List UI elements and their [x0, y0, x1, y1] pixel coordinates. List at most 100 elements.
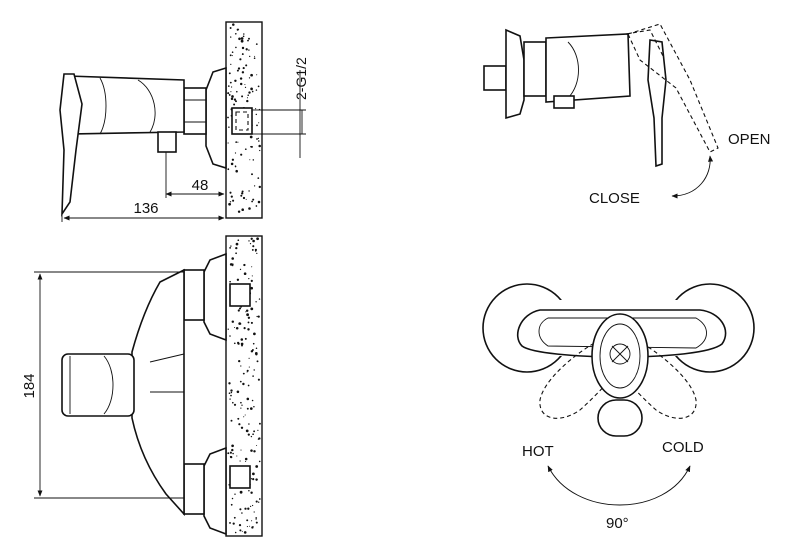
wall-speckle-dot [253, 57, 256, 60]
wall-speckle-dot [235, 242, 239, 246]
wall-speckle-dot [246, 313, 249, 317]
wall-speckle-dot [238, 423, 241, 426]
wall-speckle-dot [243, 416, 245, 418]
wall-speckle-dot [255, 478, 258, 481]
wall-speckle-dot [240, 338, 244, 341]
wall-speckle-dot [250, 350, 254, 353]
wall-speckle-dot [250, 145, 252, 148]
wall-speckle-dot [239, 380, 242, 383]
wall-speckle-dot [235, 100, 237, 103]
wall-speckle-dot [248, 207, 251, 210]
wall-speckle-dot [240, 365, 242, 367]
wall-speckle-dot [246, 369, 249, 372]
wall-speckle-dot [234, 531, 237, 534]
wall-speckle-dot [253, 406, 255, 408]
wall-speckle-dot [247, 94, 249, 96]
wall-speckle-dot [238, 359, 241, 363]
wall-speckle-dot [255, 205, 258, 207]
label-open: OPEN [728, 131, 771, 148]
wall-speckle-dot [243, 263, 246, 267]
wall-speckle-dot [237, 239, 240, 242]
wall-speckle-dot [252, 239, 255, 243]
wall-speckle-dot [227, 92, 230, 95]
wall-speckle-dot [251, 504, 254, 507]
wall-speckle-dot [238, 28, 240, 30]
wall-speckle-dot [249, 525, 251, 527]
wall-speckle-dot [254, 55, 256, 57]
wall-speckle-dot [237, 417, 240, 420]
wall-speckle-dot [232, 401, 234, 404]
wall-speckle-dot [227, 116, 229, 119]
wall-speckle-dot [252, 375, 254, 377]
wall-speckle-dot [238, 307, 242, 310]
wall-speckle-dot [248, 37, 250, 40]
wall-speckle-dot [254, 248, 258, 252]
wall-speckle-dot [248, 489, 250, 492]
wall-speckle-dot [251, 248, 254, 251]
wall-speckle-dot [233, 403, 237, 406]
wall-speckle-dot [237, 309, 240, 312]
wall-speckle-dot [247, 39, 249, 42]
wall-speckle-dot [239, 490, 243, 494]
wall-speckle-dot [234, 79, 237, 83]
wall-speckle-dot [243, 33, 245, 35]
wall-speckle-dot [255, 517, 258, 519]
wall-speckle-dot [246, 526, 248, 528]
wall-speckle-dot [255, 301, 257, 303]
wall-speckle-dot [241, 344, 243, 347]
wall-speckle-dot [228, 126, 230, 128]
wall-speckle-dot [243, 531, 247, 534]
wall-speckle-dot [251, 275, 253, 277]
wall-speckle-dot [243, 272, 247, 276]
wall-speckle-dot [231, 264, 233, 266]
wall-speckle-dot [232, 199, 235, 202]
wall-speckle-dot [229, 81, 232, 84]
wall-speckle-dot [239, 268, 242, 271]
wall-speckle-dot [239, 58, 242, 61]
wall-speckle-dot [235, 141, 238, 143]
wall-speckle-dot [252, 472, 255, 476]
wall-speckle-dot [244, 457, 248, 461]
wall-speckle-dot [250, 286, 253, 290]
wall-speckle-dot [258, 122, 260, 124]
wall-speckle-dot [231, 448, 234, 452]
wall-speckle-dot [253, 511, 255, 513]
wall-speckle-dot [228, 202, 231, 206]
wall-speckle-dot [234, 326, 236, 329]
wall-speckle-dot [239, 82, 243, 86]
wall-speckle-dot [240, 401, 242, 404]
wall-speckle-dot [231, 55, 233, 57]
wall-speckle-dot [246, 397, 250, 401]
wall-speckle-dot [258, 437, 261, 440]
wall-speckle-dot [230, 36, 232, 38]
wall-speckle-dot [257, 315, 260, 318]
wall-speckle-dot [243, 327, 246, 330]
escutcheon [205, 66, 227, 170]
wall-speckle-dot [228, 382, 231, 385]
wall-speckle-dot [240, 194, 243, 197]
wall-speckle-dot [232, 452, 234, 455]
handle-cap [61, 353, 135, 417]
wall-speckle-dot [231, 257, 234, 260]
lever-open-dashed [627, 23, 719, 153]
wall-speckle-dot [234, 165, 237, 167]
wall-speckle-dot [237, 141, 239, 143]
wall-speckle-dot [256, 237, 259, 241]
wall-speckle-dot [250, 321, 253, 324]
wall-speckle-dot [246, 97, 249, 99]
wall-speckle-dot [256, 315, 258, 318]
wall-speckle-dot [241, 53, 244, 56]
depth-48-dimension: 48 [192, 177, 209, 194]
wall-speckle-dot [229, 280, 231, 283]
open-close-view: OPEN CLOSE [483, 23, 771, 207]
wall-speckle-dot [245, 429, 249, 433]
wall-speckle-dot [229, 191, 232, 194]
wall-speckle-dot [241, 404, 243, 406]
wall-speckle-dot [247, 321, 250, 324]
wall-speckle-dot [229, 398, 231, 400]
wall-speckle-dot [246, 407, 249, 410]
wall-speckle-dot [257, 137, 260, 140]
wall-speckle-dot [257, 378, 260, 381]
wall-speckle-dot [234, 152, 237, 154]
wall-speckle-dot [227, 328, 229, 330]
